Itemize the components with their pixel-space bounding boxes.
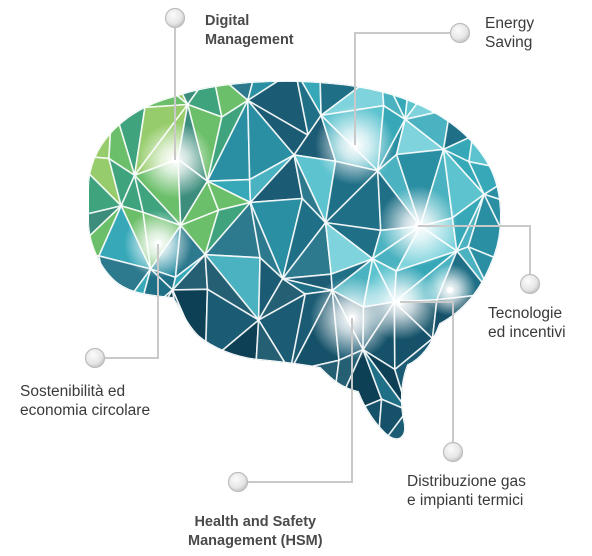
mosaic-tile bbox=[329, 398, 383, 440]
label-energy-saving: Energy Saving bbox=[485, 14, 534, 52]
mosaic-tile bbox=[88, 98, 114, 160]
label-hsm-line1: Health and Safety bbox=[194, 514, 317, 530]
mosaic-tile bbox=[482, 336, 502, 423]
label-hsm-line2: Management (HSM) bbox=[188, 533, 323, 549]
mosaic-tile bbox=[472, 336, 502, 425]
label-digital-management: Digital Management bbox=[205, 12, 294, 50]
mosaic-tile bbox=[109, 319, 144, 342]
label-energy-line1: Energy bbox=[485, 15, 535, 32]
mosaic-tile bbox=[182, 398, 235, 440]
label-health-safety-management: Health and Safety Management (HSM) bbox=[188, 513, 323, 551]
mosaic-tile bbox=[403, 80, 452, 121]
label-sostenibilita-economia-circolare: Sostenibilità ed economia circolare bbox=[20, 382, 150, 420]
connector-energy bbox=[354, 32, 460, 145]
mosaic-tile bbox=[405, 409, 455, 440]
mosaic-tile bbox=[288, 359, 340, 423]
label-sostenibilita-line1: Sostenibilità ed bbox=[20, 383, 126, 400]
mosaic-tile bbox=[207, 401, 265, 440]
label-distribuzione-line2: e impianti termici bbox=[407, 492, 524, 509]
mosaic-tile bbox=[88, 80, 114, 104]
mosaic-tile bbox=[110, 320, 146, 342]
mosaic-tile bbox=[297, 418, 333, 440]
brain-outline bbox=[88, 80, 502, 440]
mosaic-tile bbox=[180, 350, 207, 403]
mosaic-tile bbox=[255, 363, 292, 405]
mosaic-tile bbox=[430, 337, 485, 422]
mosaic-tile bbox=[260, 401, 309, 440]
brain-wireframe bbox=[88, 80, 502, 440]
node-tecnologie-icon bbox=[519, 273, 541, 295]
mosaic-tile bbox=[168, 397, 237, 440]
mosaic-tile bbox=[489, 266, 502, 296]
mosaic-tile bbox=[406, 407, 447, 440]
label-digital-line1: Digital bbox=[205, 13, 250, 29]
mosaic-tile bbox=[471, 80, 502, 139]
mosaic-tile bbox=[431, 338, 486, 423]
connector-tecnologie bbox=[418, 225, 531, 284]
mosaic-tile bbox=[88, 320, 114, 341]
mosaic-tile bbox=[470, 80, 502, 138]
node-hsm-icon bbox=[227, 471, 249, 493]
mosaic-tile bbox=[144, 80, 190, 109]
mosaic-tile bbox=[88, 80, 114, 130]
mosaic-tile bbox=[258, 400, 302, 440]
node-digital-icon bbox=[164, 7, 186, 29]
mosaic-tile bbox=[106, 80, 149, 103]
mosaic-tile bbox=[328, 418, 381, 440]
mosaic-tile bbox=[204, 363, 265, 419]
mosaic-tile bbox=[232, 402, 264, 440]
mosaic-tile bbox=[289, 370, 332, 421]
connector-distribuzione bbox=[400, 301, 454, 452]
label-distribuzione-line1: Distribuzione gas bbox=[407, 473, 526, 490]
label-sostenibilita-line2: economia circolare bbox=[20, 402, 151, 419]
mosaic-tile bbox=[479, 419, 502, 440]
connector-sostenibilita bbox=[95, 244, 159, 359]
connector-hsm bbox=[238, 318, 353, 483]
label-digital-line2: Management bbox=[205, 32, 294, 48]
mosaic-tile bbox=[298, 408, 333, 440]
node-sostenibilita-icon bbox=[84, 347, 106, 369]
mosaic-tile bbox=[260, 369, 309, 411]
label-tecnologie-line1: Tecnologie bbox=[488, 305, 563, 322]
mosaic-tile bbox=[182, 362, 210, 420]
label-distribuzione-gas: Distribuzione gas e impianti termici bbox=[407, 472, 526, 510]
node-distribuzione-icon bbox=[442, 441, 464, 463]
label-energy-line2: Saving bbox=[485, 34, 533, 51]
glow-core bbox=[446, 286, 454, 294]
label-tecnologie-line2: ed incentivi bbox=[488, 324, 566, 341]
connector-nodes bbox=[84, 7, 541, 493]
node-energy-icon bbox=[449, 22, 471, 44]
mosaic-tile bbox=[202, 363, 264, 405]
mosaic-tile bbox=[110, 80, 148, 109]
connector-lines bbox=[95, 18, 531, 483]
label-tecnologie-incentivi: Tecnologie ed incentivi bbox=[488, 304, 566, 342]
mosaic-tile bbox=[482, 406, 502, 440]
mosaic-tile bbox=[88, 314, 113, 338]
